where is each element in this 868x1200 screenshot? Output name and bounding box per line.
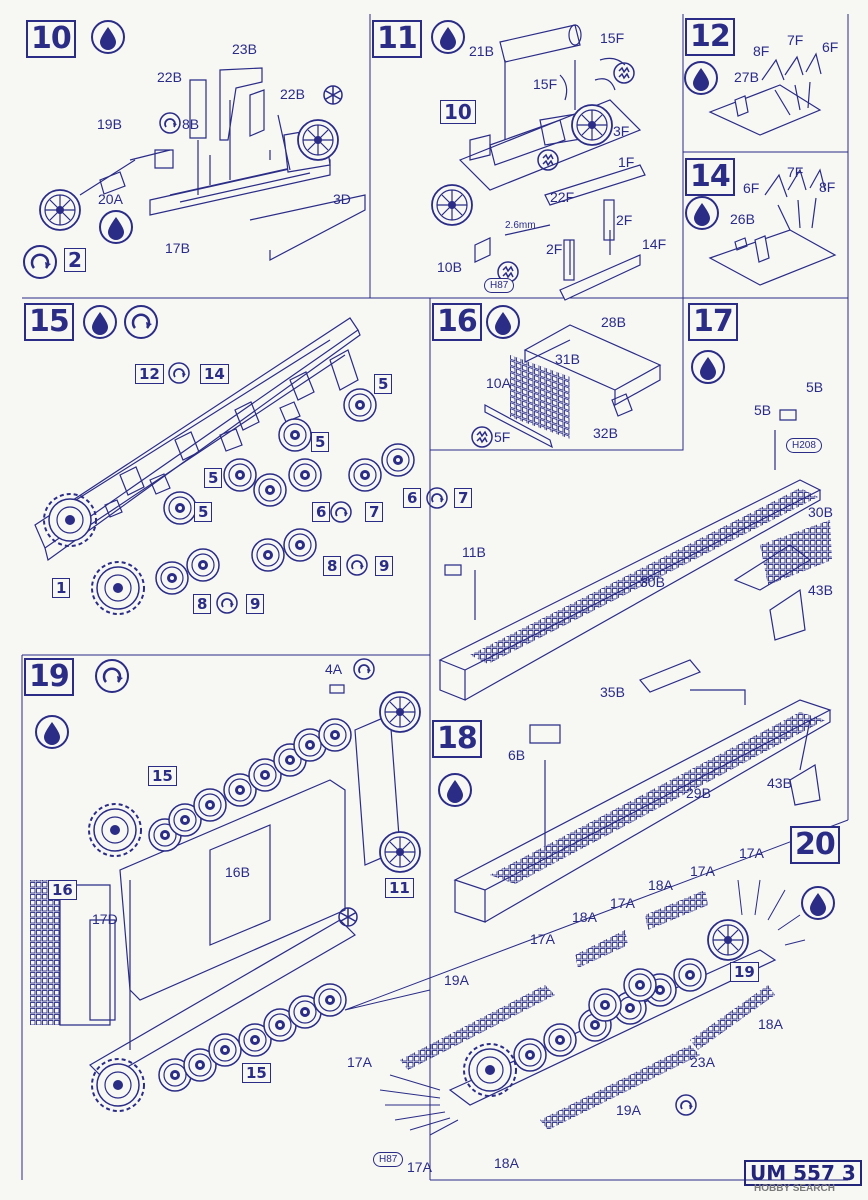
sprue-ref-h87-20: H87 [373, 1152, 404, 1167]
step-ref-15-a: 15 [148, 766, 177, 786]
step-ref-15-b: 15 [242, 1063, 271, 1083]
part-label-6f: 6F [822, 39, 839, 55]
part-label-22f: 22F [550, 189, 575, 205]
step-ref-8-a: 8 [323, 556, 342, 576]
part-label-5b-2: 5B [754, 402, 772, 418]
step-17-number: 17 [688, 303, 738, 341]
sprue-ref-h208: H208 [786, 438, 822, 453]
step-14-number: 14 [685, 158, 735, 196]
step-11-number: 11 [372, 20, 422, 58]
part-label-43b-18: 43B [767, 775, 792, 791]
step-ref-11: 11 [385, 878, 414, 898]
watermark: HOBBY SEARCH [754, 1183, 835, 1194]
part-label-8f-14: 8F [819, 179, 836, 195]
step-ref-12: 12 [135, 364, 164, 384]
step-10-number: 10 [26, 20, 76, 58]
part-label-5f: 5F [494, 429, 511, 445]
part-label-31b: 31B [555, 351, 580, 367]
part-label-17a-4: 17A [530, 931, 555, 947]
part-label-30b: 30B [640, 574, 665, 590]
part-label-26b: 26B [730, 211, 755, 227]
part-label-22b-2: 22B [280, 86, 305, 102]
part-label-14f: 14F [642, 236, 667, 252]
part-label-5b: 5B [806, 379, 824, 395]
part-label-17a-3: 17A [610, 895, 635, 911]
part-label-43b: 43B [808, 582, 833, 598]
step-ref-5-d: 5 [194, 502, 213, 522]
part-label-17a-5: 17A [347, 1054, 372, 1070]
part-label-28b: 28B [601, 314, 626, 330]
part-label-30b-side: 30B [808, 504, 833, 520]
part-label-3d: 3D [333, 191, 351, 207]
measure-2-6mm: 2.6mm [505, 220, 536, 231]
step-ref-5-a: 5 [374, 374, 393, 394]
part-label-17a-1: 17A [739, 845, 764, 861]
step-ref-14: 14 [200, 364, 229, 384]
page-code: UM 557 3 [744, 1160, 862, 1186]
part-label-10a: 10A [486, 375, 511, 391]
step-ref-2: 2 [64, 248, 86, 272]
part-label-23b: 23B [232, 41, 257, 57]
step-ref-1: 1 [52, 578, 71, 598]
sprue-ref-h87: H87 [484, 278, 515, 293]
part-label-16b: 16B [225, 864, 250, 880]
step-ref-7-b: 7 [454, 488, 473, 508]
part-label-18a-4: 18A [494, 1155, 519, 1171]
part-label-17a-2: 17A [690, 863, 715, 879]
part-label-3f: 3F [613, 123, 630, 139]
part-label-32b: 32B [593, 425, 618, 441]
part-label-7f: 7F [787, 32, 804, 48]
part-label-21b: 21B [469, 43, 494, 59]
part-label-1f: 1F [618, 154, 635, 170]
part-label-18a-2: 18A [572, 909, 597, 925]
part-label-19a-2: 19A [616, 1102, 641, 1118]
part-label-6f-14: 6F [743, 180, 760, 196]
part-label-23a: 23A [690, 1054, 715, 1070]
step-18-number: 18 [432, 720, 482, 758]
step-19-number: 19 [24, 658, 74, 696]
step-ref-19: 19 [730, 962, 759, 982]
part-label-19b: 19B [97, 116, 122, 132]
step-ref-7-a: 7 [365, 502, 384, 522]
step-12-number: 12 [685, 18, 735, 56]
part-label-15f-2: 15F [533, 76, 558, 92]
step-ref-5-c: 5 [204, 468, 223, 488]
part-label-20a: 20A [98, 191, 123, 207]
part-label-7f-14: 7F [787, 164, 804, 180]
step-ref-10: 10 [440, 100, 476, 124]
part-label-17d: 17D [92, 911, 118, 927]
part-label-4a: 4A [325, 661, 343, 677]
part-label-2f-2: 2F [546, 241, 563, 257]
part-label-18a-1: 18A [648, 877, 673, 893]
part-label-15f: 15F [600, 30, 625, 46]
part-label-8b: 8B [182, 116, 200, 132]
part-label-8f: 8F [753, 43, 770, 59]
part-label-29b: 29B [686, 785, 711, 801]
step-20-number: 20 [790, 826, 840, 864]
step-ref-9-a: 9 [375, 556, 394, 576]
step-15-number: 15 [24, 303, 74, 341]
part-label-18a-3: 18A [758, 1016, 783, 1032]
part-label-27b: 27B [734, 69, 759, 85]
part-label-35b: 35B [600, 684, 625, 700]
part-label-11b: 11B [462, 544, 486, 560]
step-ref-5-b: 5 [311, 432, 330, 452]
step-ref-6-a: 6 [312, 502, 331, 522]
step-ref-9-b: 9 [246, 594, 265, 614]
part-label-17b: 17B [165, 240, 190, 256]
step-ref-6-b: 6 [403, 488, 422, 508]
part-label-10b: 10B [437, 259, 462, 275]
part-label-19a-1: 19A [444, 972, 469, 988]
part-label-22b: 22B [157, 69, 182, 85]
part-label-17a-6: 17A [407, 1159, 432, 1175]
part-label-6b: 6B [508, 747, 526, 763]
step-16-number: 16 [432, 303, 482, 341]
step-ref-8-b: 8 [193, 594, 212, 614]
part-label-2f: 2F [616, 212, 633, 228]
step-ref-16: 16 [48, 880, 77, 900]
